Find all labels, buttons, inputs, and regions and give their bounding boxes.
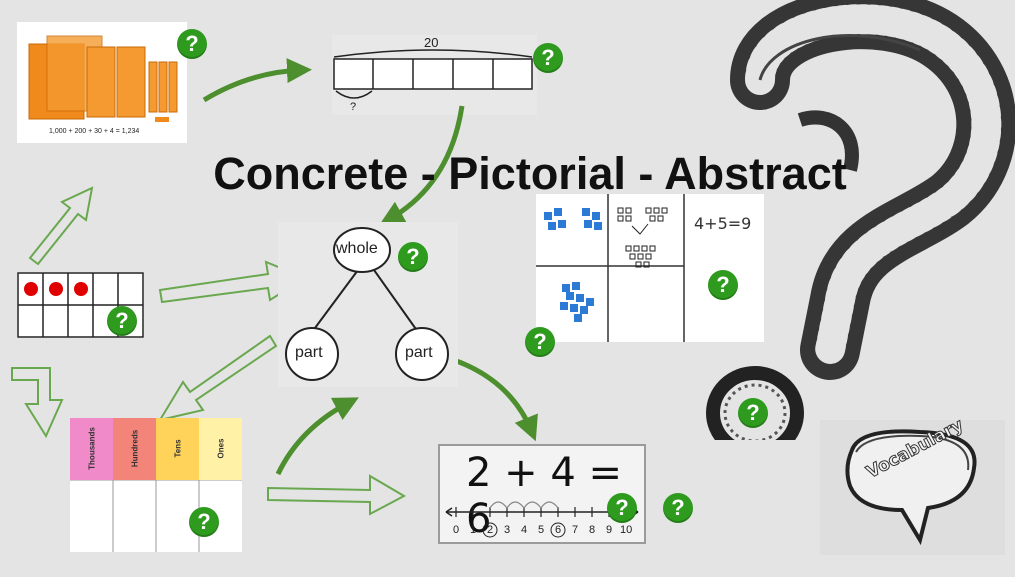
bar-model-unknown: ? [350,101,357,113]
tick-label: 5 [538,524,545,536]
cpa-equation: 4+5=9 [694,214,752,233]
tick-label: 9 [606,524,613,536]
ten-frame [17,272,144,338]
tick-label: 6 [555,524,562,536]
help-icon[interactable]: ? [738,398,768,428]
help-icon[interactable]: ? [107,306,137,336]
tick-label: 10 [620,524,633,536]
help-icon[interactable]: ? [189,507,219,537]
counter-dot [49,282,63,296]
cpa-table-image: 4+5=9 [536,194,764,342]
bar-model-total: 20 [424,35,439,50]
help-icon[interactable]: ? [533,43,563,73]
help-icon[interactable]: ? [177,29,207,59]
tick-label: 2 [487,524,494,536]
help-icon[interactable]: ? [398,242,428,272]
part-whole-lines [285,227,449,381]
whole-label: whole [336,240,378,257]
part-left-label: part [295,344,323,361]
speech-bubble-icon [845,429,977,546]
number-line-card: 2 + 4 = 6 0 1 2 3 4 5 6 7 8 9 10 [438,444,646,544]
cpa-table-drawing [536,194,685,342]
tick-label: 7 [572,524,579,536]
number-line-drawing [445,501,639,538]
tick-label: 8 [589,524,596,536]
help-icon[interactable]: ? [663,493,693,523]
bar-model: 20 ? [332,35,537,115]
help-icon[interactable]: ? [708,270,738,300]
vocabulary-bubble: Vocabulary [820,415,1005,555]
place-value-chart: Thousands Hundreds Tens Ones [70,418,242,552]
counter-dot [24,282,38,296]
tick-label: 0 [453,524,460,536]
question-mark-illustration [706,0,1015,440]
place-value-header-tens: Tens [156,418,200,480]
help-icon[interactable]: ? [607,493,637,523]
place-value-header-thousands: Thousands [70,418,114,480]
tick-label: 4 [521,524,528,536]
tick-label: 1 [470,524,477,536]
tick-label: 3 [504,524,511,536]
place-value-header-ones: Ones [199,418,242,480]
bar-model-drawing [333,49,533,99]
place-value-header-hundreds: Hundreds [113,418,157,480]
slide-title: Concrete - Pictorial - Abstract [213,148,847,199]
help-icon[interactable]: ? [525,327,555,357]
base-ten-blocks-drawing [28,35,178,122]
part-right-label: part [405,344,433,361]
base-ten-equation: 1,000 + 200 + 30 + 4 = 1,234 [49,128,140,135]
base-ten-blocks-image: 1,000 + 200 + 30 + 4 = 1,234 [17,22,187,143]
number-line-equation: 2 + 4 = 6 [466,450,623,542]
counter-dot [74,282,88,296]
part-whole-model: whole part part [278,222,458,387]
